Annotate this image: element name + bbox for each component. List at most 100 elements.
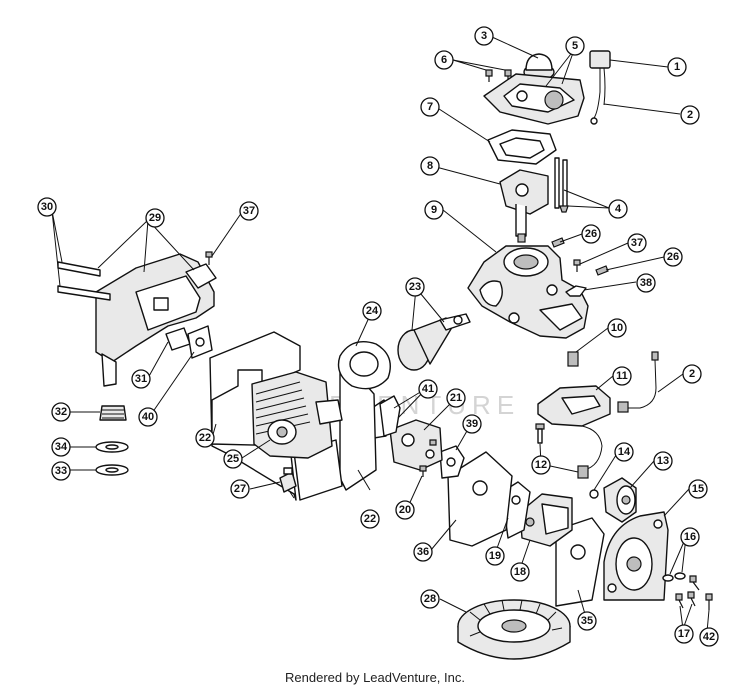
part-clip-38 <box>565 285 587 297</box>
part-spring <box>99 405 127 421</box>
part-bolts-26 <box>551 237 609 276</box>
callout-29: 29 <box>145 208 165 228</box>
callout-4: 4 <box>608 199 628 219</box>
callout-6: 6 <box>434 50 454 70</box>
part-carburetor <box>499 169 549 243</box>
callout-39: 39 <box>462 414 482 434</box>
part-gasket-7 <box>487 129 557 165</box>
callout-27: 27 <box>230 479 250 499</box>
svg-text:7: 7 <box>427 101 433 113</box>
svg-text:12: 12 <box>535 459 547 471</box>
callout-41: 41 <box>418 379 438 399</box>
svg-text:13: 13 <box>657 455 669 467</box>
callout-42: 42 <box>699 627 719 647</box>
callout-16: 16 <box>680 527 700 547</box>
svg-text:22: 22 <box>364 513 376 525</box>
part-wire-right <box>617 351 659 413</box>
callout-37-right: 37 <box>627 233 647 253</box>
callout-22-right: 22 <box>360 509 380 529</box>
callout-11: 11 <box>612 366 632 386</box>
part-flywheel <box>457 599 571 660</box>
part-reed-block <box>519 493 573 547</box>
svg-text:29: 29 <box>149 212 161 224</box>
part-gaskets-41 <box>371 395 401 439</box>
part-washer-33 <box>95 464 129 476</box>
callout-32: 32 <box>51 402 71 422</box>
part-gasket-35 <box>555 517 605 607</box>
svg-text:33: 33 <box>55 465 67 477</box>
part-piston-ring <box>337 341 391 390</box>
svg-text:40: 40 <box>142 411 154 423</box>
part-starter-housing <box>603 511 669 601</box>
callout-21: 21 <box>446 388 466 408</box>
svg-text:37: 37 <box>631 237 643 249</box>
callout-30: 30 <box>37 197 57 217</box>
svg-text:1: 1 <box>674 61 680 73</box>
callout-9: 9 <box>424 200 444 220</box>
svg-text:25: 25 <box>227 453 239 465</box>
svg-text:24: 24 <box>366 305 379 317</box>
svg-text:31: 31 <box>135 373 147 385</box>
svg-text:5: 5 <box>572 40 578 52</box>
part-screw-12 <box>535 423 545 444</box>
leader-lines <box>51 36 710 633</box>
callout-19: 19 <box>485 546 505 566</box>
callout-8: 8 <box>420 156 440 176</box>
svg-text:19: 19 <box>489 550 501 562</box>
part-gasket-plate-36 <box>447 451 513 547</box>
svg-text:37: 37 <box>243 205 255 217</box>
part-ignition-coil <box>537 385 611 479</box>
callout-23: 23 <box>405 277 425 297</box>
svg-text:4: 4 <box>615 203 622 215</box>
footer-credit: Rendered by LeadVenture, Inc. <box>285 670 465 685</box>
callout-36: 36 <box>413 542 433 562</box>
part-gasket-40 <box>187 325 213 359</box>
svg-text:2: 2 <box>689 368 695 380</box>
svg-text:39: 39 <box>466 418 478 430</box>
svg-text:21: 21 <box>450 392 462 404</box>
svg-text:32: 32 <box>55 406 67 418</box>
callout-28: 28 <box>420 589 440 609</box>
svg-text:17: 17 <box>678 628 690 640</box>
callout-5: 5 <box>565 36 585 56</box>
callout-31: 31 <box>131 369 151 389</box>
part-crankcase <box>467 245 589 339</box>
part-hardware-16-17-42 <box>662 572 713 610</box>
part-piston <box>397 313 471 371</box>
svg-text:11: 11 <box>616 370 628 382</box>
part-screws-6 <box>485 69 512 82</box>
callout-17: 17 <box>674 624 694 644</box>
svg-text:23: 23 <box>409 281 421 293</box>
svg-text:38: 38 <box>640 277 652 289</box>
callout-38: 38 <box>636 273 656 293</box>
part-heat-shield-left <box>209 331 301 501</box>
callout-1: 1 <box>667 57 687 77</box>
svg-text:16: 16 <box>684 531 696 543</box>
callout-40: 40 <box>138 407 158 427</box>
svg-text:8: 8 <box>427 160 433 172</box>
callout-22-left: 22 <box>195 428 215 448</box>
svg-text:9: 9 <box>431 204 437 216</box>
svg-text:15: 15 <box>692 483 704 495</box>
part-switch <box>589 50 611 125</box>
callout-37-left: 37 <box>239 201 259 221</box>
part-gasket-31 <box>165 327 191 351</box>
part-carb-cover <box>483 73 585 125</box>
svg-text:18: 18 <box>514 566 526 578</box>
svg-text:20: 20 <box>399 504 411 516</box>
part-gasket-39 <box>439 445 465 479</box>
svg-text:14: 14 <box>618 446 631 458</box>
part-studs-4 <box>554 157 569 213</box>
callout-35: 35 <box>577 611 597 631</box>
callout-18: 18 <box>510 562 530 582</box>
part-screw-20 <box>419 439 437 477</box>
callout-26-lower: 26 <box>663 247 683 267</box>
callout-34: 34 <box>51 437 71 457</box>
svg-text:34: 34 <box>55 441 68 453</box>
callout-25: 25 <box>223 449 243 469</box>
part-starter-pulley <box>603 477 637 523</box>
callout-24: 24 <box>362 301 382 321</box>
part-cylinder <box>251 371 343 459</box>
